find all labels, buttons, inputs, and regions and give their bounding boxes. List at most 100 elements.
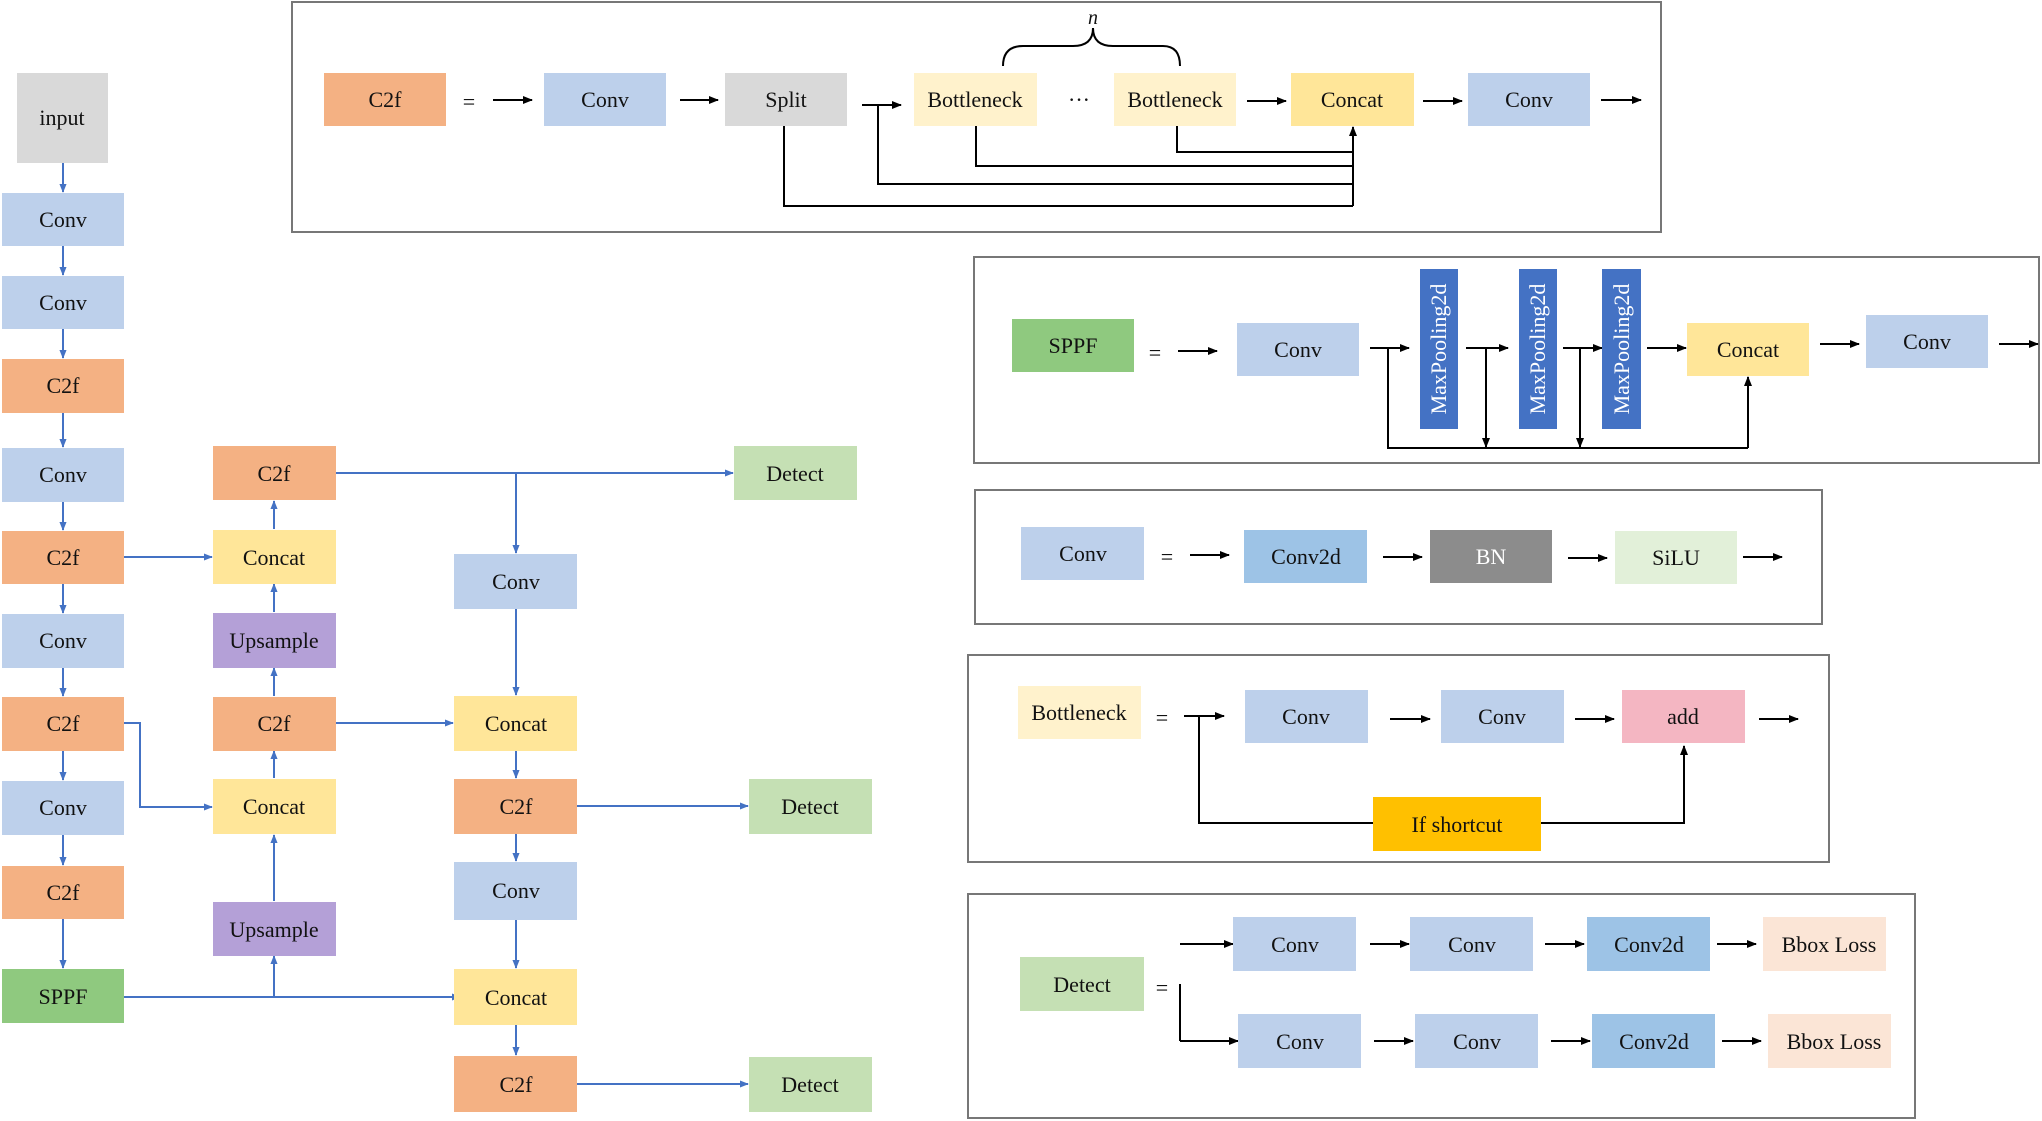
detect-head-2: Detect <box>749 779 872 834</box>
backbone-conv-1: Conv <box>2 193 124 246</box>
bottleneck-shortcut: If shortcut <box>1373 797 1541 851</box>
svg-text:Conv: Conv <box>1276 1029 1324 1054</box>
conv-panel-arrows <box>1190 551 1783 562</box>
sppf-maxpool-3: MaxPooling2d <box>1602 269 1641 429</box>
conv-panel-name: Conv <box>1021 527 1144 580</box>
svg-text:Conv: Conv <box>492 878 540 903</box>
c2f-panel-name: C2f <box>324 73 446 126</box>
neck-concat-4: Concat <box>454 969 577 1025</box>
svg-text:MaxPooling2d: MaxPooling2d <box>1609 284 1634 415</box>
svg-text:Conv: Conv <box>1274 337 1322 362</box>
detect-b2-conv-2: Conv <box>1415 1014 1538 1068</box>
detect-b2-bbox-loss: Bbox Loss <box>1768 1014 1891 1068</box>
detect-b1-conv-1: Conv <box>1233 917 1356 971</box>
c2f-conv-2: Conv <box>1468 73 1590 126</box>
neck-concat-1: Concat <box>213 530 336 584</box>
bottleneck-conv-1: Conv <box>1245 690 1368 743</box>
svg-text:Detect: Detect <box>766 461 823 486</box>
svg-text:Conv: Conv <box>39 462 87 487</box>
svg-text:SPPF: SPPF <box>1049 333 1098 358</box>
svg-text:If shortcut: If shortcut <box>1411 812 1502 837</box>
detect-head-3: Detect <box>749 1057 872 1112</box>
svg-text:C2f: C2f <box>47 373 81 398</box>
svg-text:C2f: C2f <box>47 711 81 736</box>
svg-text:Conv: Conv <box>1903 329 1951 354</box>
svg-text:Split: Split <box>765 87 807 112</box>
svg-text:Conv: Conv <box>39 795 87 820</box>
neck-arrows <box>124 469 749 1088</box>
svg-text:SPPF: SPPF <box>39 984 88 1009</box>
detect-panel-arrows <box>1179 940 1762 1045</box>
conv-bn: BN <box>1430 530 1552 583</box>
backbone-sppf: SPPF <box>2 969 124 1023</box>
svg-text:Concat: Concat <box>485 711 547 736</box>
backbone-c2f-1: C2f <box>2 359 124 413</box>
backbone-c2f-2: C2f <box>2 531 124 584</box>
svg-text:add: add <box>1667 704 1699 729</box>
sppf-conv-2: Conv <box>1866 315 1988 368</box>
input-block: input <box>17 73 108 163</box>
detect-panel-name: Detect <box>1020 957 1144 1011</box>
detect-module-panel: Detect = Conv Conv Conv2d Bbox Loss <box>967 893 1916 1119</box>
svg-text:Concat: Concat <box>243 794 305 819</box>
c2f-split: Split <box>725 73 847 126</box>
c2f-module-panel: n C2f = Conv Split Bottleneck ··· Bottle… <box>291 1 1662 233</box>
svg-text:Conv2d: Conv2d <box>1614 932 1684 957</box>
c2f-conv-1: Conv <box>544 73 666 126</box>
svg-text:Bbox Loss: Bbox Loss <box>1787 1029 1882 1054</box>
bottleneck-panel-name: Bottleneck <box>1018 686 1141 739</box>
neck-concat-3: Concat <box>454 696 577 751</box>
svg-text:Conv: Conv <box>1453 1029 1501 1054</box>
svg-text:Conv: Conv <box>492 569 540 594</box>
bottleneck-equals: = <box>1156 705 1168 730</box>
detect-branch-2: Conv Conv Conv2d Bbox Loss <box>1238 1014 1891 1068</box>
c2f-equals: = <box>463 89 475 114</box>
neck-c2f-2: C2f <box>213 697 336 751</box>
svg-text:Detect: Detect <box>1053 972 1110 997</box>
c2f-bottleneck-1: Bottleneck <box>914 73 1037 126</box>
sppf-maxpool-2: MaxPooling2d <box>1519 269 1557 429</box>
neck-c2f-1: C2f <box>213 446 336 500</box>
svg-text:C2f: C2f <box>47 880 81 905</box>
svg-text:C2f: C2f <box>500 1072 534 1097</box>
svg-text:Conv: Conv <box>1505 87 1553 112</box>
detect-b1-conv-2: Conv <box>1410 917 1533 971</box>
sppf-panel-name: SPPF <box>1012 319 1134 372</box>
svg-text:Conv: Conv <box>1282 704 1330 729</box>
conv-module-panel: Conv = Conv2d BN SiLU <box>974 489 1823 625</box>
c2f-concat: Concat <box>1291 73 1414 126</box>
neck-upsample-1: Upsample <box>213 613 336 668</box>
svg-text:Concat: Concat <box>1321 87 1383 112</box>
bottleneck-panel-arrows <box>1184 712 1799 824</box>
svg-text:Conv2d: Conv2d <box>1271 544 1341 569</box>
svg-text:C2f: C2f <box>500 794 534 819</box>
neck-c2f-4: C2f <box>454 1056 577 1112</box>
svg-text:C2f: C2f <box>258 461 292 486</box>
svg-text:Concat: Concat <box>1717 337 1779 362</box>
detect-b2-conv2d: Conv2d <box>1592 1014 1715 1068</box>
sppf-maxpool-1: MaxPooling2d <box>1420 269 1458 429</box>
svg-text:C2f: C2f <box>258 711 292 736</box>
neck-upsample-2: Upsample <box>213 902 336 956</box>
conv-conv2d: Conv2d <box>1244 530 1367 583</box>
svg-text:MaxPooling2d: MaxPooling2d <box>1525 284 1550 415</box>
neck-c2f-3: C2f <box>454 779 577 834</box>
svg-text:Bottleneck: Bottleneck <box>1031 700 1126 725</box>
svg-text:Conv: Conv <box>39 290 87 315</box>
c2f-bottleneck-n: Bottleneck <box>1114 73 1236 126</box>
svg-text:Concat: Concat <box>243 545 305 570</box>
svg-text:Conv: Conv <box>1271 932 1319 957</box>
neck-conv-2: Conv <box>454 862 577 920</box>
svg-text:C2f: C2f <box>369 87 403 112</box>
svg-text:Detect: Detect <box>781 794 838 819</box>
neck-top-down: C2f Concat Upsample C2f Concat Upsample <box>213 446 336 956</box>
svg-text:Conv: Conv <box>39 207 87 232</box>
c2f-panel-arrows <box>493 96 1642 207</box>
svg-text:Conv2d: Conv2d <box>1619 1029 1689 1054</box>
svg-text:SiLU: SiLU <box>1652 545 1700 570</box>
backbone-conv-4: Conv <box>2 614 124 668</box>
sppf-panel-arrows <box>1178 340 2039 449</box>
backbone-conv-3: Conv <box>2 448 124 502</box>
svg-text:input: input <box>39 105 84 130</box>
